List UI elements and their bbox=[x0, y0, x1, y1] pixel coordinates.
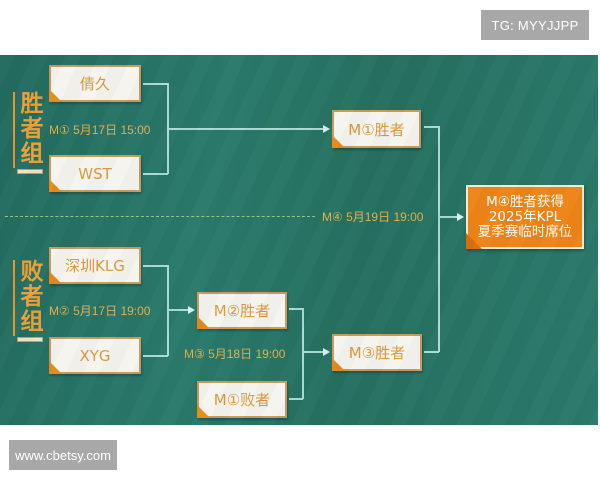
group-underline bbox=[17, 169, 43, 174]
connector bbox=[289, 398, 303, 400]
team-box-qianjiu[interactable]: 倩久 bbox=[49, 65, 141, 102]
team-name: XYG bbox=[79, 346, 111, 365]
connector bbox=[438, 216, 457, 218]
connector bbox=[424, 126, 439, 128]
corner-fold-icon bbox=[332, 358, 345, 371]
slot-name: M③胜者 bbox=[348, 344, 406, 362]
corner-fold-icon bbox=[49, 89, 62, 102]
winners-group-label: 胜 者 组 bbox=[13, 91, 44, 174]
losers-group-label: 败 者 组 bbox=[13, 259, 44, 342]
match-label-m1: M① 5月17日 15:00 bbox=[49, 123, 151, 137]
connector bbox=[143, 173, 168, 175]
team-name: 深圳KLG bbox=[65, 257, 125, 275]
group-bar bbox=[13, 260, 15, 336]
group-bar bbox=[13, 92, 15, 168]
connector bbox=[438, 126, 440, 352]
connector bbox=[143, 355, 168, 357]
slot-m1-winner[interactable]: M①胜者 bbox=[332, 110, 421, 148]
connector bbox=[143, 83, 168, 85]
team-name: WST bbox=[78, 164, 112, 183]
slot-name: M①败者 bbox=[213, 391, 271, 409]
connector bbox=[302, 351, 323, 353]
slot-m1-loser[interactable]: M①败者 bbox=[197, 381, 287, 418]
group-char: 者 bbox=[20, 284, 44, 310]
arrow-right-icon bbox=[323, 348, 330, 356]
arrow-right-icon bbox=[188, 306, 195, 314]
group-char: 胜 bbox=[20, 91, 44, 117]
final-line: 2025年KPL bbox=[488, 208, 562, 225]
match-label-m4: M④ 5月19日 19:00 bbox=[322, 210, 424, 224]
corner-fold-icon bbox=[49, 271, 62, 284]
watermark-top: TG: MYYJJPP bbox=[481, 10, 589, 40]
bracket-board: 胜 者 组 败 者 组 倩久 WST 深圳KLG XYG M①胜者 M②胜者 M… bbox=[0, 55, 598, 425]
group-char: 败 bbox=[20, 259, 44, 285]
watermark-bottom: www.cbetsy.com bbox=[9, 440, 117, 470]
team-name: 倩久 bbox=[79, 75, 110, 93]
slot-name: M①胜者 bbox=[348, 120, 405, 139]
connector bbox=[167, 265, 169, 356]
final-result-box[interactable]: M④胜者获得 2025年KPL 夏季赛临时席位 bbox=[466, 185, 584, 249]
group-underline bbox=[17, 337, 43, 342]
corner-fold-icon bbox=[49, 361, 62, 374]
slot-name: M②胜者 bbox=[213, 302, 271, 320]
group-divider bbox=[5, 216, 315, 217]
connector bbox=[167, 309, 188, 311]
group-char: 者 bbox=[20, 116, 44, 142]
group-char: 组 bbox=[20, 309, 44, 335]
arrow-right-icon bbox=[323, 125, 330, 133]
connector bbox=[167, 128, 323, 130]
team-box-xyg[interactable]: XYG bbox=[49, 337, 141, 374]
connector bbox=[302, 308, 304, 399]
team-box-wst[interactable]: WST bbox=[49, 155, 141, 192]
corner-fold-icon bbox=[49, 179, 62, 192]
corner-fold-icon bbox=[197, 405, 210, 418]
connector bbox=[143, 265, 168, 267]
slot-m2-winner[interactable]: M②胜者 bbox=[197, 292, 287, 329]
match-label-m2: M② 5月17日 19:00 bbox=[49, 304, 151, 318]
final-line: M④胜者获得 bbox=[486, 193, 564, 210]
final-line: 夏季赛临时席位 bbox=[477, 223, 573, 240]
corner-fold-icon bbox=[466, 233, 482, 249]
match-label-m3: M③ 5月18日 19:00 bbox=[184, 347, 286, 361]
slot-m3-winner[interactable]: M③胜者 bbox=[332, 334, 422, 371]
corner-fold-icon bbox=[197, 316, 210, 329]
connector bbox=[424, 351, 439, 353]
arrow-right-icon bbox=[457, 213, 464, 221]
team-box-klg[interactable]: 深圳KLG bbox=[49, 247, 141, 284]
corner-fold-icon bbox=[332, 135, 345, 148]
connector bbox=[289, 308, 303, 310]
group-char: 组 bbox=[20, 141, 44, 167]
